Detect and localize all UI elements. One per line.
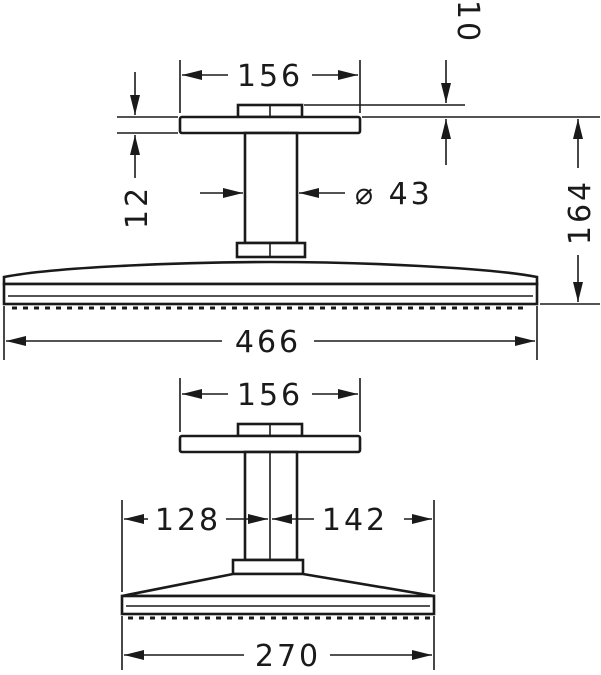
dimension-offsets: 128 142 xyxy=(121,500,435,592)
ceiling-plate xyxy=(178,103,362,135)
ceiling-plate-front xyxy=(178,422,362,454)
dimension-total-height: 164 xyxy=(540,119,600,305)
left-offset-label: 128 xyxy=(155,503,221,538)
dimension-mount-width-front: 156 xyxy=(179,378,361,432)
dimension-head-depth: 270 xyxy=(121,616,435,674)
dimension-head-width: 466 xyxy=(3,306,538,360)
plate-thickness-label: 12 xyxy=(120,185,155,229)
shower-arm-pipe xyxy=(235,131,307,259)
shower-head-side xyxy=(2,260,539,306)
dimension-pipe-diameter: ⌀ 43 xyxy=(200,177,433,212)
mount-width-label: 156 xyxy=(237,59,303,94)
shower-arm-pipe-front xyxy=(231,450,305,576)
head-depth-label: 270 xyxy=(255,639,321,674)
right-offset-label: 142 xyxy=(322,503,388,538)
front-view: 156 128 142 270 xyxy=(120,378,436,674)
dimension-gap-top: 10 xyxy=(304,0,600,165)
side-view: 156 12 10 ⌀ 43 164 xyxy=(2,0,600,360)
mount-width-front-label: 156 xyxy=(237,378,303,413)
dimension-plate-thickness: 12 xyxy=(117,72,178,229)
pipe-diameter-label: ⌀ 43 xyxy=(355,177,433,212)
total-height-label: 164 xyxy=(563,179,598,245)
gap-top-label: 10 xyxy=(450,0,485,44)
dimension-mount-width: 156 xyxy=(179,59,361,113)
head-width-label: 466 xyxy=(235,325,301,360)
shower-head-front xyxy=(120,572,436,616)
